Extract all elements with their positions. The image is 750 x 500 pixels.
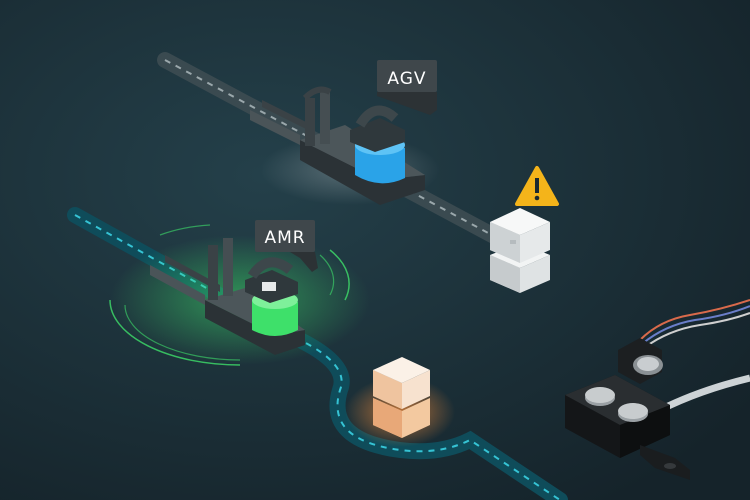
agv-label: AGV — [387, 69, 426, 89]
amr-cargo-boxes — [345, 357, 455, 447]
warning-triangle-icon — [515, 166, 559, 206]
amr-label-tag: AMR — [255, 220, 318, 272]
sensor-device — [565, 299, 750, 480]
agv-label-tag: AGV — [377, 60, 437, 115]
amr-robot — [150, 238, 305, 355]
agv-cargo-boxes — [490, 208, 550, 293]
amr-label: AMR — [264, 228, 305, 248]
agv-robot — [250, 86, 440, 205]
amr-track — [67, 207, 568, 500]
